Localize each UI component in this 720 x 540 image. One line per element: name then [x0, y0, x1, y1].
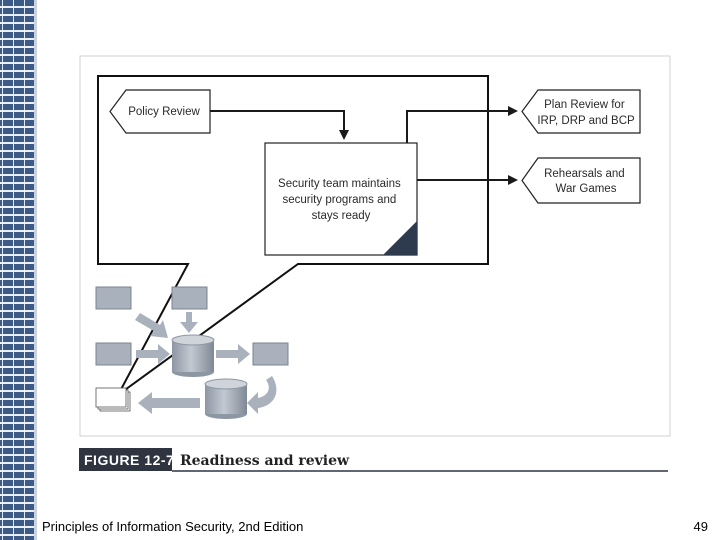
footer-book-title: Principles of Information Security, 2nd … [42, 519, 304, 534]
block-arrow-left [138, 392, 200, 414]
security-team-label: Security team maintains security program… [278, 178, 404, 222]
database-cylinder-top [171, 334, 215, 377]
stripe-edge [34, 0, 37, 540]
database-cylinder-bottom [204, 378, 248, 419]
page-number: 49 [693, 519, 708, 534]
figure-caption: FIGURE 12-7 Readiness and review [79, 448, 668, 472]
figure-title: Readiness and review [180, 453, 350, 469]
security-team-line-3: stays ready [312, 210, 371, 222]
rehearsals-line-1: Rehearsals and [544, 168, 625, 180]
mini-process-diagram [95, 286, 289, 419]
mini-box-middle-right [252, 342, 289, 366]
caption-label-bar [79, 448, 172, 471]
block-arrow-diagonal [135, 313, 168, 338]
arrow-center-to-plan-review [406, 106, 518, 143]
corner-fold [383, 221, 417, 255]
plan-review-line-1: Plan Review for [544, 99, 625, 111]
block-arrow-down [180, 312, 198, 333]
block-arrow-right-2 [216, 344, 250, 364]
plan-review-line-2: IRP, DRP and BCP [537, 115, 635, 127]
plan-review-label: Plan Review for IRP, DRP and BCP [537, 99, 635, 127]
mini-box-top-right [171, 286, 208, 310]
arrow-policy-to-center [210, 110, 349, 140]
security-team-line-2: security programs and [283, 194, 397, 206]
decorative-side-stripe [0, 0, 34, 540]
mini-box-middle-left [95, 342, 132, 366]
mini-box-top-left [95, 286, 132, 310]
plan-review-node: Plan Review for IRP, DRP and BCP [521, 89, 641, 134]
document-stack-icon [95, 387, 131, 412]
security-team-line-1: Security team maintains [278, 178, 401, 190]
policy-review-label: Policy Review [128, 106, 200, 118]
figure-border [79, 55, 671, 437]
block-arrow-right-1 [136, 344, 170, 364]
figure-label: FIGURE 12-7 [84, 452, 174, 468]
security-team-node: Security team maintains security program… [264, 142, 418, 256]
rehearsals-label: Rehearsals and War Games [544, 168, 628, 195]
rehearsals-line-2: War Games [556, 183, 617, 195]
policy-review-node: Policy Review [109, 89, 211, 134]
rehearsals-node: Rehearsals and War Games [521, 157, 641, 204]
block-arrow-curved [247, 376, 277, 414]
